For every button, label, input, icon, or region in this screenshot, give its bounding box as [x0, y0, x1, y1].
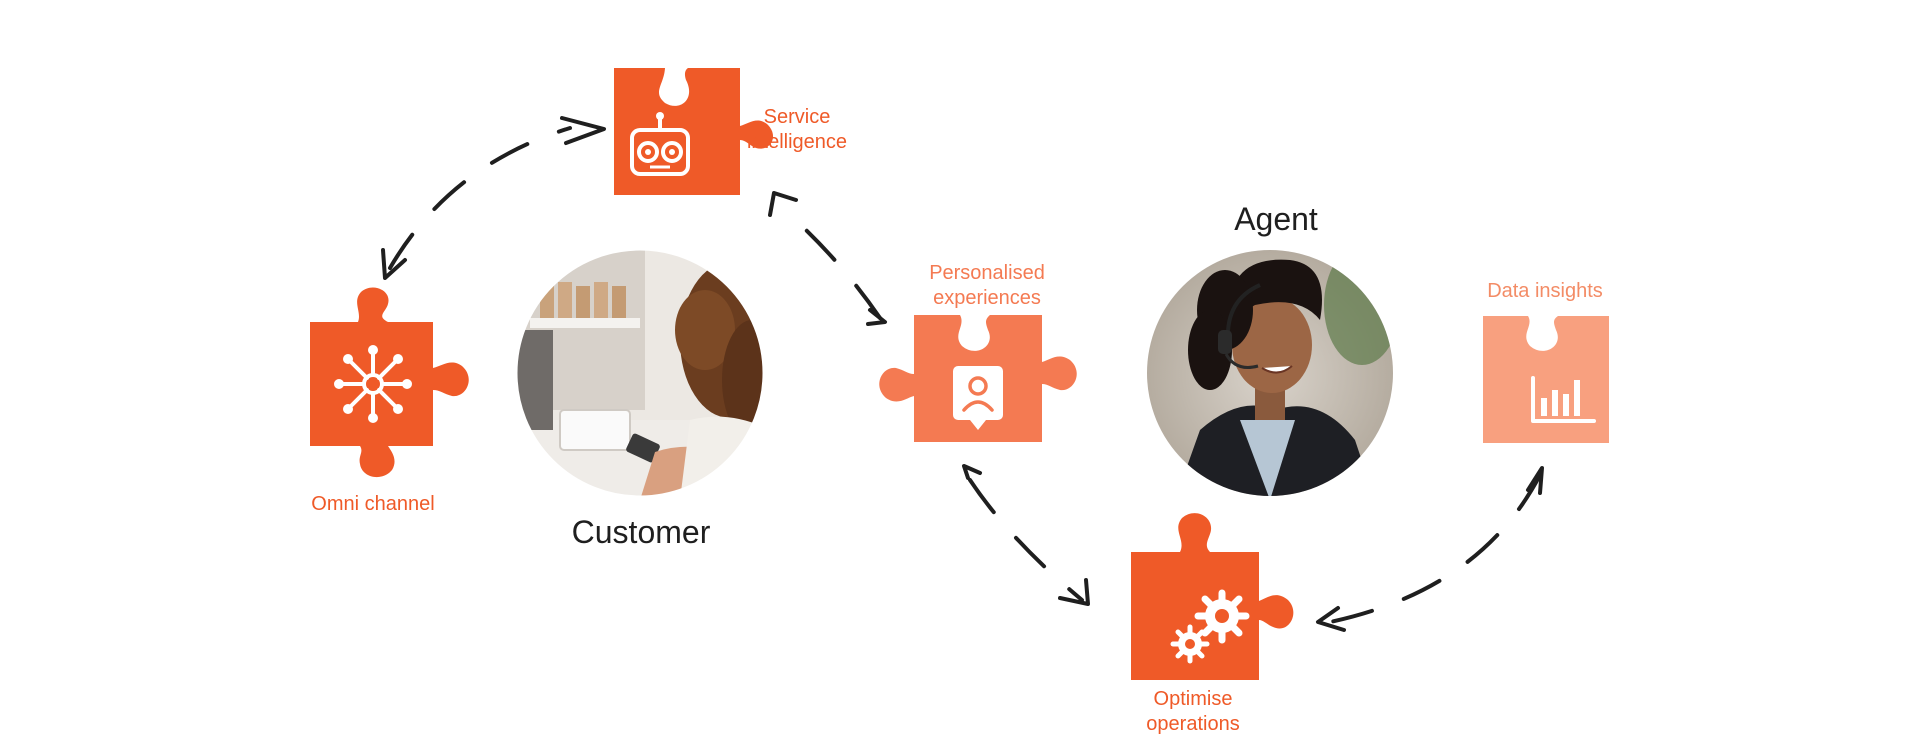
- optimise-operations-label-line2: operations: [1146, 713, 1239, 735]
- arrow-data-to-optimise: [1316, 466, 1544, 632]
- service-intelligence-label-line1: Service: [764, 106, 831, 128]
- service-intelligence-label-line2: intelligence: [747, 131, 847, 153]
- gears-icon: [1170, 589, 1250, 664]
- agent-label: Agent: [1234, 201, 1318, 237]
- arrow-omni-to-service: [388, 116, 606, 270]
- agent-photo: [1147, 250, 1393, 496]
- customer-label: Customer: [572, 514, 711, 550]
- piece-personalised-experiences: Personalised experiences: [879, 262, 1077, 442]
- piece-service-intelligence: Service intelligence: [614, 68, 847, 195]
- data-insights-label: Data insights: [1487, 280, 1603, 302]
- personalised-experiences-label-line1: Personalised: [929, 262, 1045, 284]
- piece-data-insights: Data insights: [1483, 280, 1609, 443]
- user-profile-icon: [953, 366, 1003, 430]
- piece-omni-channel: Omni channel: [310, 287, 469, 515]
- robot-icon: [630, 112, 690, 176]
- customer-photo: [516, 249, 764, 497]
- arrow-personalised-to-service: [768, 191, 887, 326]
- arrow-personalised-to-optimise: [962, 464, 1090, 606]
- personalised-experiences-label-line2: experiences: [933, 287, 1041, 309]
- omni-channel-label: Omni channel: [311, 493, 434, 515]
- arrow-arc-down-to-omni: [381, 248, 407, 280]
- bar-chart-icon: [1531, 376, 1596, 423]
- network-hub-icon: [334, 345, 412, 423]
- optimise-operations-label-line1: Optimise: [1154, 688, 1233, 710]
- piece-optimise-operations: Optimise operations: [1131, 513, 1294, 735]
